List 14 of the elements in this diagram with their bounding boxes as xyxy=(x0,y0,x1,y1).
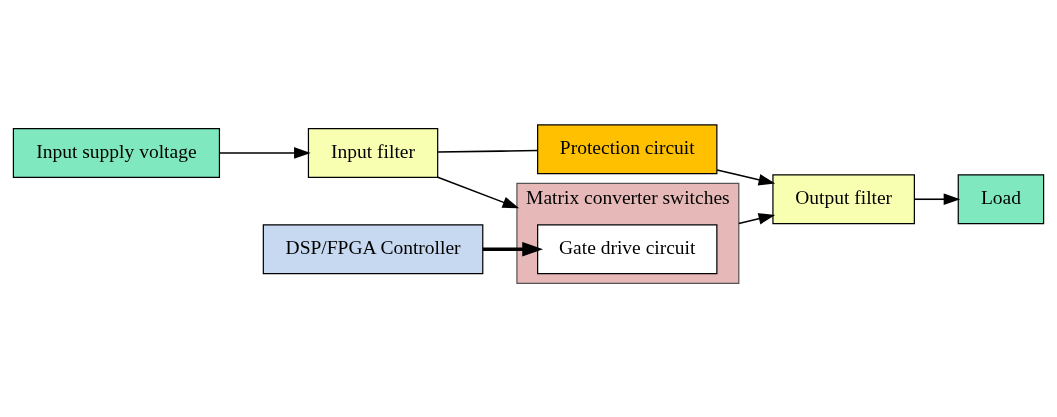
arrow xyxy=(716,168,776,185)
node-box: Protection circuit xyxy=(537,123,718,174)
connector xyxy=(437,149,539,153)
node-box: Output filter xyxy=(772,173,915,224)
node-box: Input supply voltage xyxy=(12,127,221,178)
arrow xyxy=(913,192,961,205)
arrow xyxy=(437,175,520,208)
arrow xyxy=(738,212,776,224)
arrow xyxy=(218,146,311,159)
arrow xyxy=(482,241,543,256)
node-box: Gate drive circuit xyxy=(537,223,718,274)
node-box: Load xyxy=(957,173,1045,224)
node-box: DSP/FPGA Controller xyxy=(262,223,484,274)
node-box: Input filter xyxy=(307,127,439,178)
